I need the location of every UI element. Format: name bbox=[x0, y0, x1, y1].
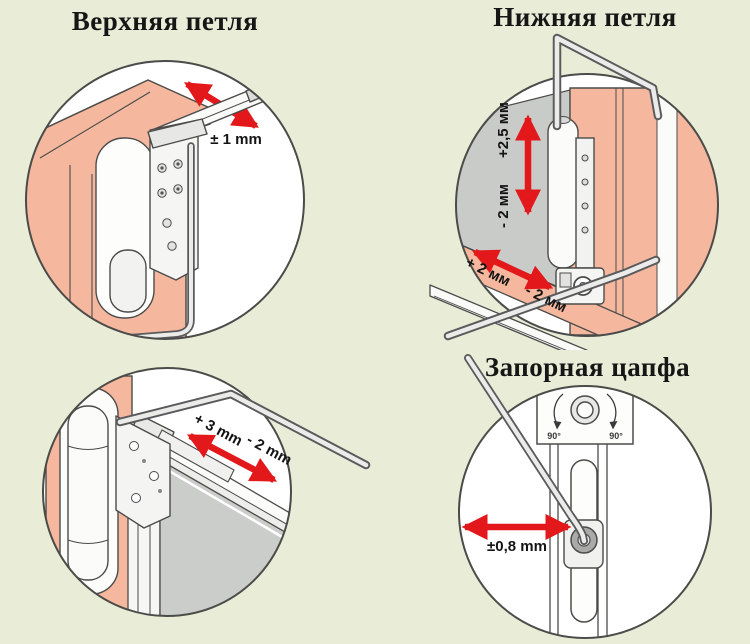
label-rot-left: 90° bbox=[547, 431, 561, 441]
rotation-inset: 90° 90° bbox=[536, 386, 634, 445]
label-rot-right: 90° bbox=[609, 431, 623, 441]
adjust-arrow-lateral bbox=[186, 433, 278, 483]
hex-key bbox=[464, 354, 588, 545]
lower-hinge-title: Нижняя петля bbox=[493, 2, 677, 32]
circle-outline bbox=[458, 385, 712, 639]
label-vertical-plus: +2,5 мм bbox=[495, 102, 512, 158]
hinge-plate bbox=[147, 118, 208, 281]
label-lateral-adjustment: ± 1 mm bbox=[210, 131, 262, 148]
hex-key bbox=[115, 389, 371, 470]
hinge-barrel bbox=[67, 405, 109, 581]
bottom-hinge-lateral-diagram: + 3 mm - 2 mm bbox=[42, 367, 371, 617]
circle-outline bbox=[455, 73, 719, 337]
frame-recess bbox=[95, 137, 155, 319]
lower-hinge-diagram: +2,5 мм - 2 мм + 2 мм - 2 мм bbox=[429, 33, 719, 350]
upper-hinge-title: Верхняя петля bbox=[71, 6, 259, 36]
circle-outline bbox=[42, 367, 292, 617]
locking-cam-diagram: 90° 90° ±0,8 mm bbox=[458, 354, 712, 639]
locking-cam-title: Запорная цапфа bbox=[484, 352, 691, 382]
hex-key-top bbox=[552, 33, 663, 131]
hex-key bbox=[98, 142, 195, 339]
circle-outline bbox=[25, 60, 305, 340]
upper-hinge-diagram: ± 1 mm bbox=[25, 60, 305, 340]
rotate-right-arrow bbox=[606, 393, 617, 425]
label-vertical-minus: - 2 мм bbox=[495, 184, 512, 228]
hinge-screws bbox=[157, 159, 183, 251]
label-range: ±0,8 mm bbox=[487, 538, 547, 555]
rotate-left-arrow bbox=[553, 393, 564, 425]
hex-key-bottom bbox=[443, 255, 661, 341]
adjust-arrow-lateral bbox=[471, 249, 554, 290]
